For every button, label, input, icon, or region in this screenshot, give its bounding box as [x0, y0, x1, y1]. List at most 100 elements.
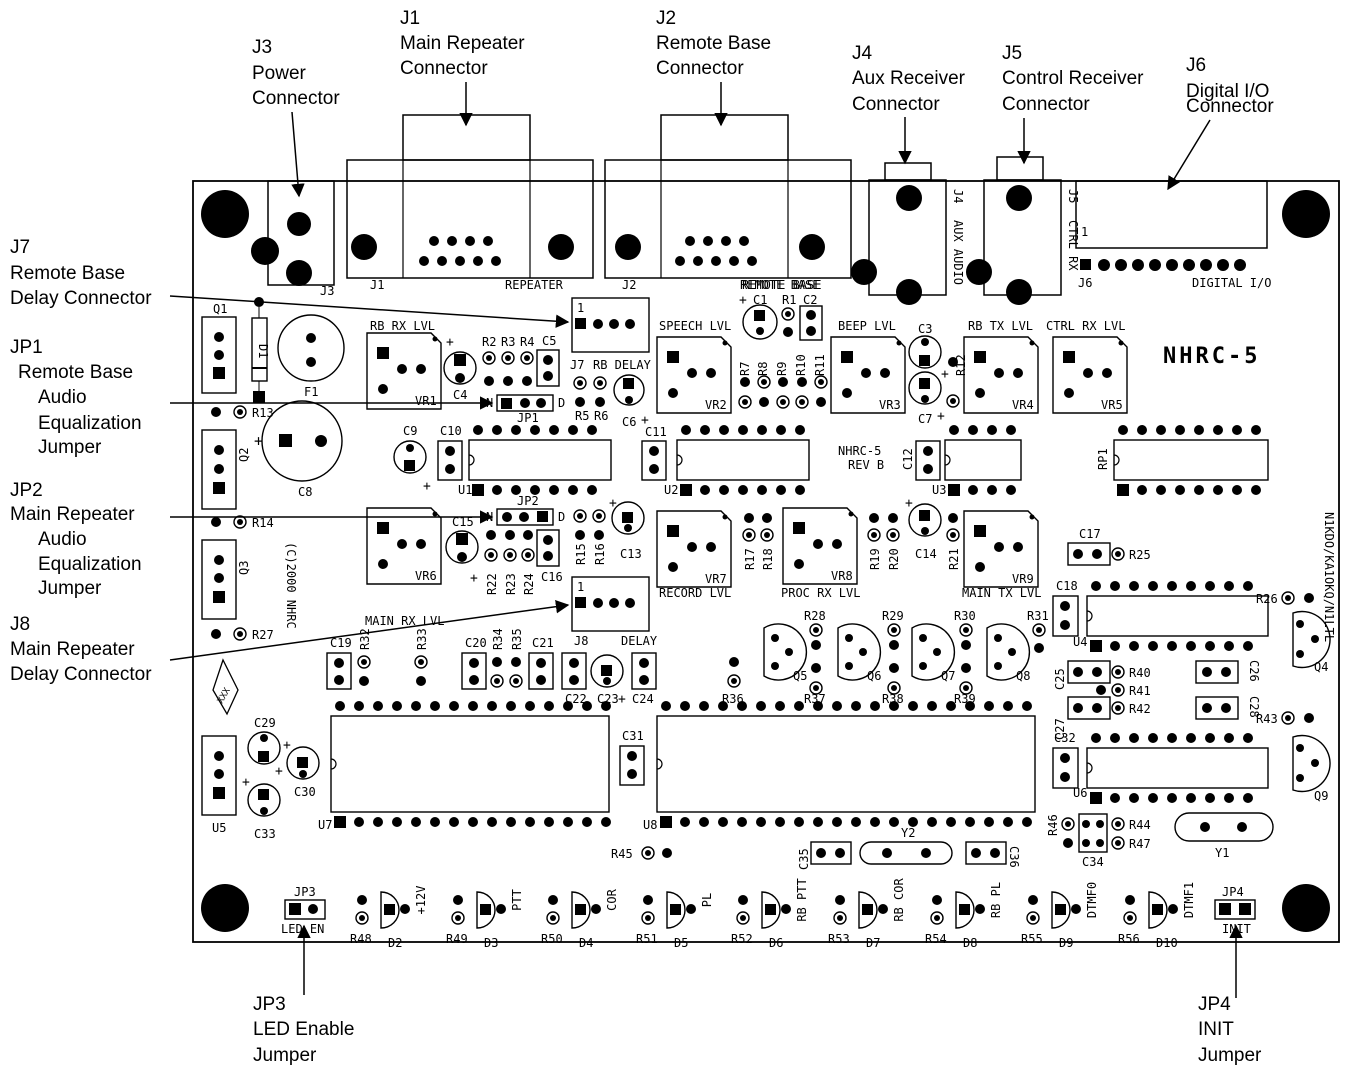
- svg-text:D2: D2: [388, 936, 402, 950]
- c15: C15 +: [445, 515, 479, 586]
- svg-text:R41: R41: [1129, 684, 1151, 698]
- arrow-j7: [169, 295, 570, 328]
- svg-text:J2: J2: [656, 8, 676, 29]
- mounting-holes: [201, 190, 1330, 932]
- svg-text:PTT: PTT: [510, 889, 524, 911]
- callout-j6: J6 Digital I/O Connector: [1186, 55, 1274, 117]
- svg-text:+: +: [423, 479, 431, 494]
- svg-text:R26: R26: [1256, 592, 1278, 606]
- svg-text:+: +: [446, 335, 454, 350]
- svg-text:+12V: +12V: [414, 886, 428, 915]
- r33: R33: [414, 628, 429, 686]
- svg-text:JP4: JP4: [1198, 994, 1231, 1015]
- svg-text:R43: R43: [1256, 712, 1278, 726]
- svg-text:Connector: Connector: [400, 58, 488, 79]
- svg-text:Q6: Q6: [867, 669, 881, 683]
- svg-text:C21: C21: [532, 636, 554, 650]
- led-d2: R48 D2 +12V: [350, 886, 428, 950]
- r2-r3-r4: R2 R3 R4: [482, 335, 534, 386]
- r5-r6-c6: R5 R6 C6 +: [573, 374, 649, 429]
- svg-text:R7: R7: [738, 362, 752, 376]
- callout-j8: J8 Main Repeater Delay Connector: [10, 614, 152, 685]
- svg-text:+: +: [641, 413, 649, 428]
- r19-r20-c14-r21: R19 R20 + C14 R21: [867, 496, 961, 570]
- svg-text:R23: R23: [504, 573, 518, 595]
- svg-text:Jumper: Jumper: [1198, 1045, 1262, 1066]
- svg-text:Audio: Audio: [38, 387, 87, 408]
- svg-text:CTRL RX: CTRL RX: [1066, 220, 1080, 271]
- svg-text:D10: D10: [1156, 936, 1178, 950]
- svg-text:R24: R24: [522, 573, 536, 595]
- svg-text:R3: R3: [501, 335, 515, 349]
- svg-text:R55: R55: [1021, 932, 1043, 946]
- svg-text:D5: D5: [674, 936, 688, 950]
- q2-transistor: Q2: [201, 429, 251, 510]
- svg-text:C9: C9: [403, 424, 417, 438]
- svg-text:Aux Receiver: Aux Receiver: [852, 68, 966, 89]
- svg-text:XXX: XXX: [216, 686, 233, 706]
- svg-text:R19: R19: [868, 548, 882, 570]
- svg-text:R37: R37: [804, 692, 826, 706]
- svg-text:U7: U7: [318, 818, 332, 832]
- svg-text:Connector: Connector: [1002, 94, 1090, 115]
- c32: C32: [1052, 731, 1079, 789]
- svg-text:J7: J7: [10, 237, 30, 258]
- svg-text:VR5: VR5: [1101, 398, 1123, 412]
- j6-digital-io-connector: 1 J6 DIGITAL I/O: [1075, 180, 1271, 290]
- svg-text:J6: J6: [1078, 276, 1092, 290]
- svg-text:RB TX LVL: RB TX LVL: [968, 319, 1033, 333]
- svg-text:R13: R13: [252, 406, 274, 420]
- authors-text: N1KDO/KA1OKQ/N1LTL: [1322, 512, 1336, 642]
- board-title: NHRC-5: [1163, 344, 1260, 369]
- svg-text:D: D: [558, 396, 565, 410]
- svg-text:Remote Base: Remote Base: [656, 33, 771, 54]
- jp4-init-jumper: JP4 INIT: [1214, 885, 1256, 936]
- j7-rb-delay-connector: 1 J7 RB DELAY: [570, 297, 652, 372]
- svg-text:J4: J4: [951, 189, 965, 203]
- svg-text:C18: C18: [1056, 579, 1078, 593]
- svg-text:F1: F1: [304, 385, 318, 399]
- r46-c34-r44-r47-y1: R46 C34 R44 R47 Y1: [1046, 812, 1274, 869]
- svg-text:R12: R12: [954, 354, 968, 376]
- svg-text:C30: C30: [294, 785, 316, 799]
- svg-text:J8: J8: [574, 634, 588, 648]
- svg-text:Q7: Q7: [941, 669, 955, 683]
- svg-text:Connector: Connector: [1186, 96, 1274, 117]
- svg-text:+: +: [941, 367, 949, 382]
- r36: R36: [722, 657, 744, 706]
- svg-text:Delay Connector: Delay Connector: [10, 664, 152, 685]
- ic-u4: U4: [1073, 581, 1269, 652]
- c18: C18: [1052, 579, 1079, 637]
- svg-text:R15: R15: [574, 543, 588, 565]
- svg-text:C17: C17: [1079, 527, 1101, 541]
- crystal-xxx: XXX: [212, 658, 239, 716]
- svg-text:SPEECH LVL: SPEECH LVL: [659, 319, 731, 333]
- svg-text:R48: R48: [350, 932, 372, 946]
- svg-text:C36: C36: [1007, 846, 1021, 868]
- u5-regulator: U5: [201, 735, 237, 835]
- svg-text:N: N: [486, 510, 493, 524]
- svg-text:Q1: Q1: [213, 302, 227, 316]
- q3-transistor: Q3: [201, 539, 251, 620]
- svg-text:R31: R31: [1027, 609, 1049, 623]
- svg-text:R47: R47: [1129, 837, 1151, 851]
- svg-text:JP1: JP1: [517, 411, 539, 425]
- svg-text:R39: R39: [954, 692, 976, 706]
- r43-q9: R43 Q9: [1256, 711, 1331, 803]
- svg-text:R38: R38: [882, 692, 904, 706]
- svg-text:Jumper: Jumper: [38, 578, 102, 599]
- svg-text:JP2: JP2: [517, 494, 539, 508]
- svg-text:U8: U8: [643, 818, 657, 832]
- svg-text:R6: R6: [594, 409, 608, 423]
- svg-text:REMOTE BASE: REMOTE BASE: [742, 278, 821, 292]
- svg-text:1: 1: [577, 580, 584, 594]
- svg-text:JP3: JP3: [294, 885, 316, 899]
- svg-text:Remote Base: Remote Base: [18, 362, 133, 383]
- svg-text:RB COR: RB COR: [892, 878, 906, 922]
- svg-text:R54: R54: [925, 932, 947, 946]
